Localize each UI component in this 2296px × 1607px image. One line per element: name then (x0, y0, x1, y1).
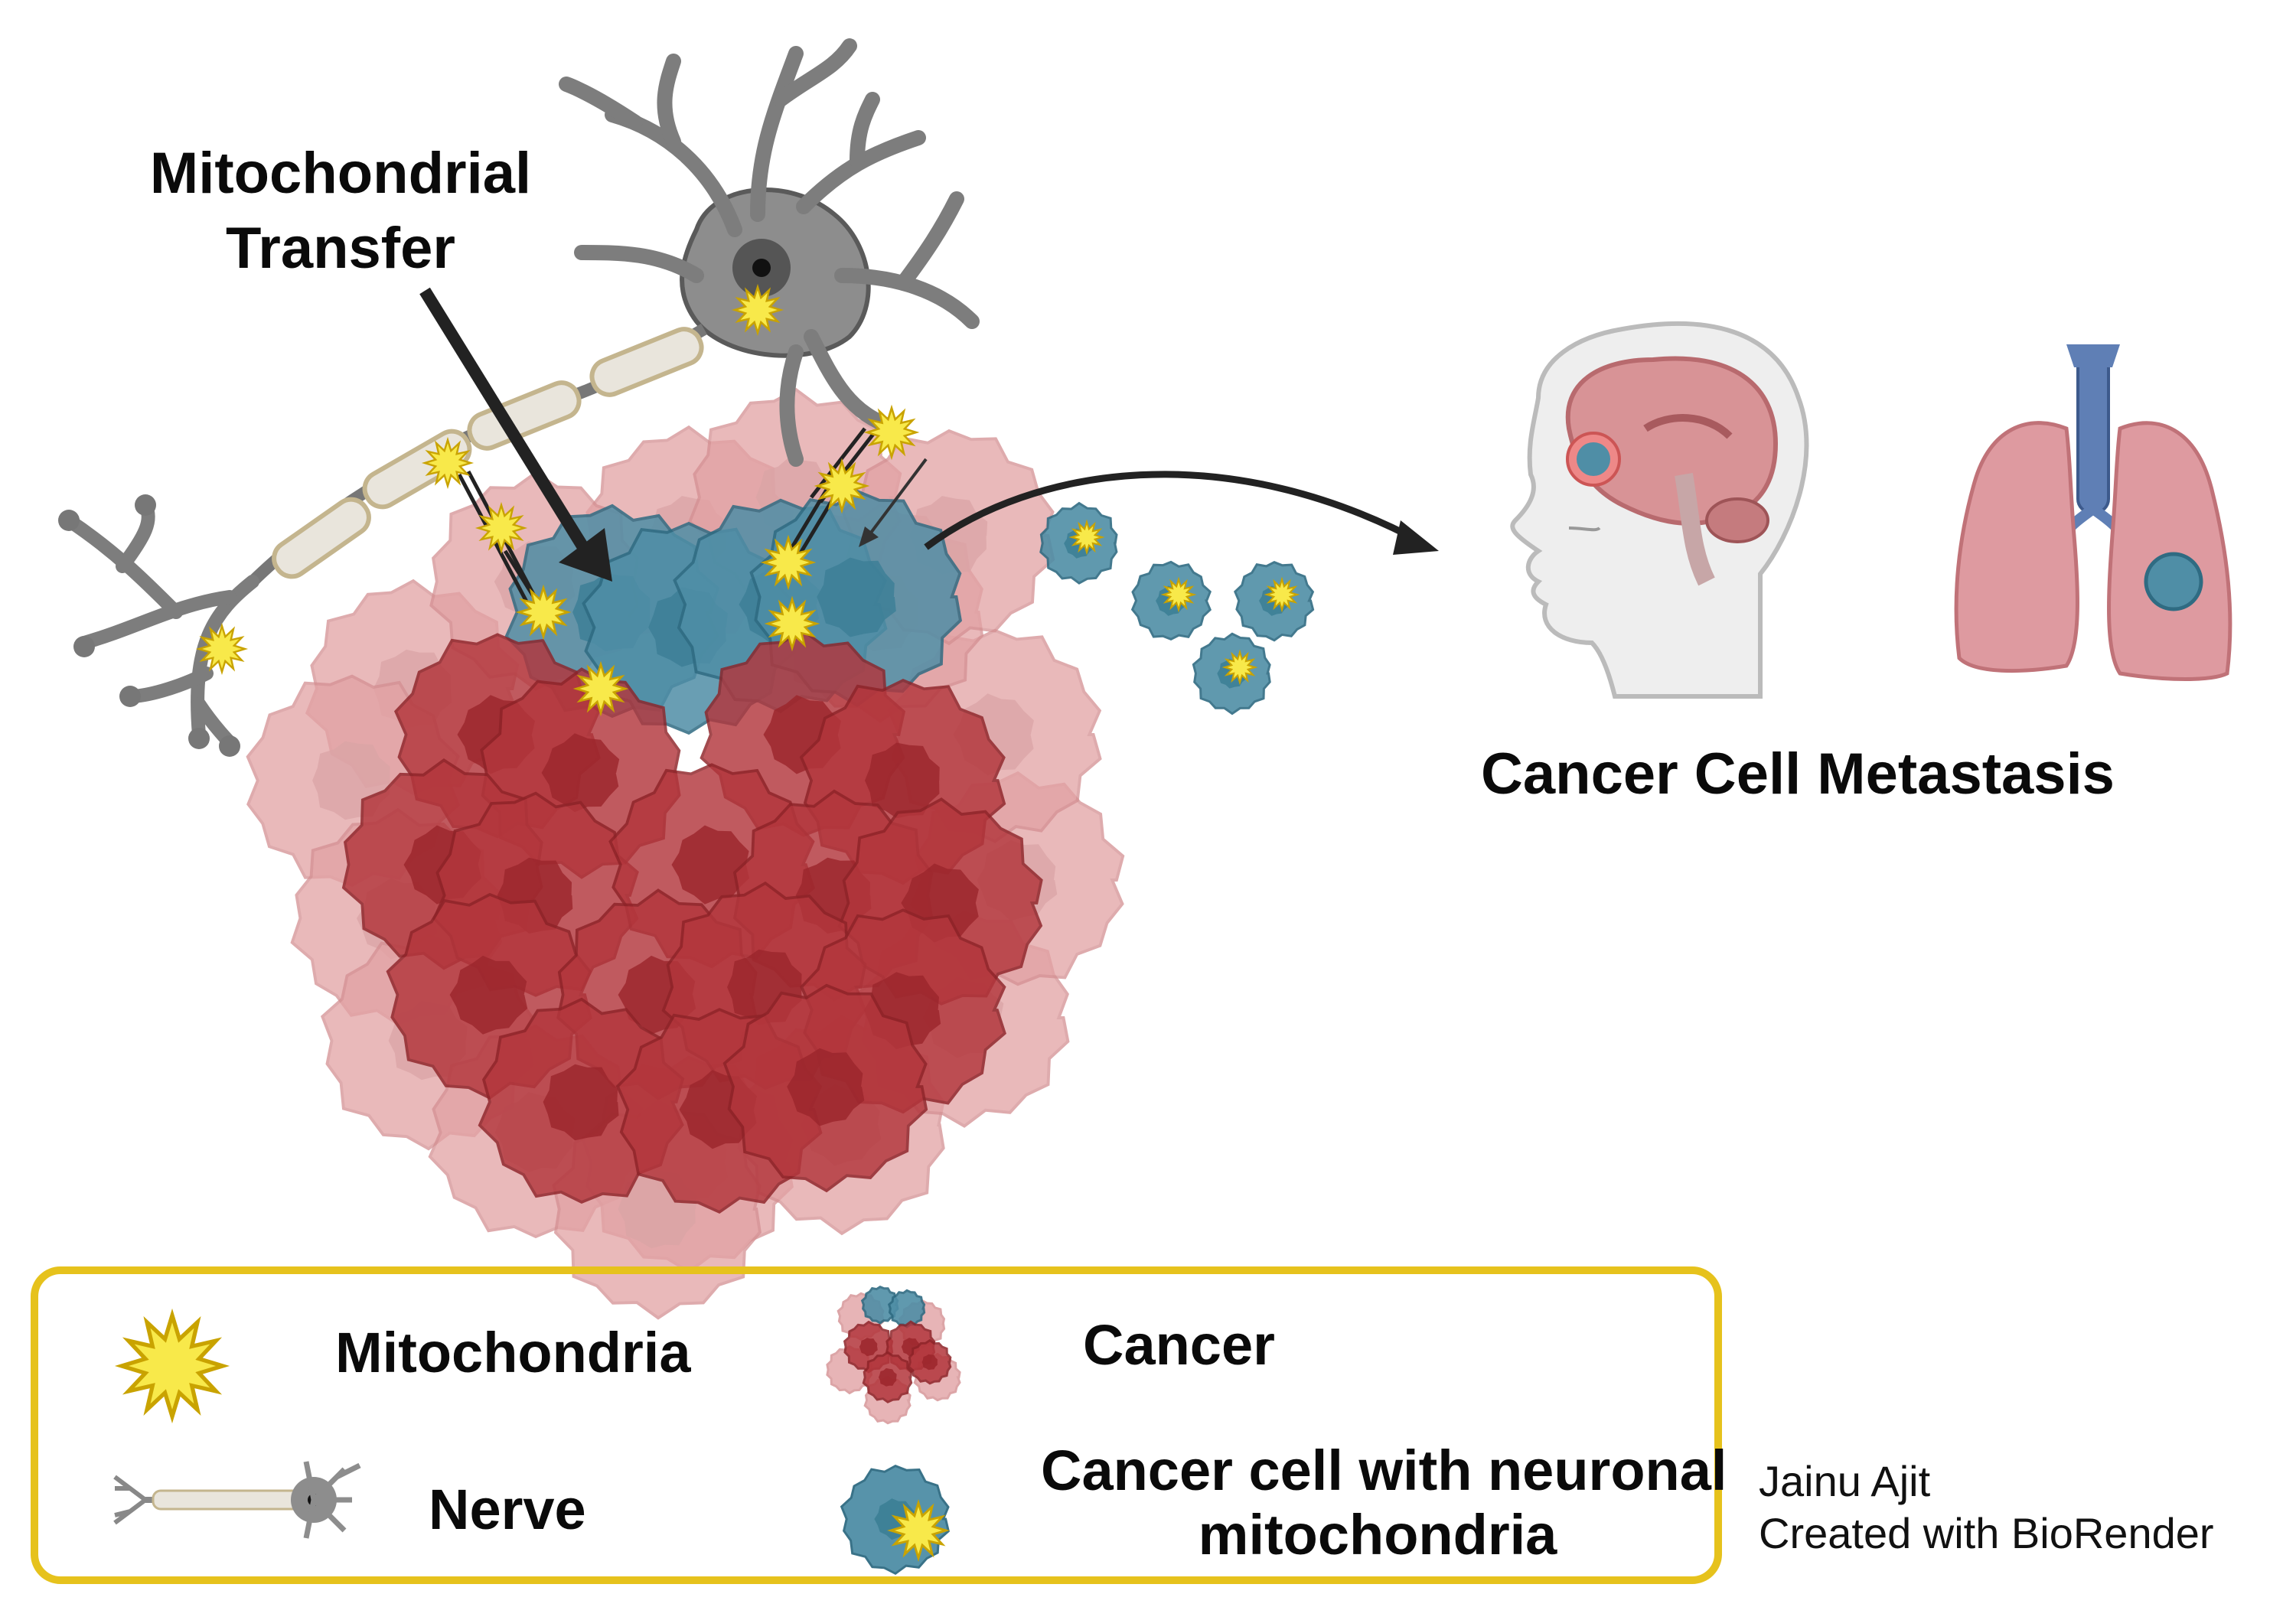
mitochondria-star (863, 404, 920, 461)
mitochondria-star (421, 436, 475, 490)
mitochondrial-transfer-heading: Mitochondrial Transfer (126, 136, 555, 286)
legend-cancer-cell (907, 1338, 952, 1385)
legend-neuronal-mitochondria-icon (887, 1499, 950, 1562)
transfer-arrow (419, 287, 591, 555)
mitochondria-star (515, 584, 572, 641)
mitochondria-star (572, 660, 629, 717)
credit-tool: Created with BioRender (1759, 1509, 2214, 1557)
mitochondria-star (475, 501, 528, 555)
small-arrow (867, 458, 928, 537)
head-brain-icon (1510, 321, 1809, 699)
legend-mitochondria-label: Mitochondria (335, 1321, 691, 1384)
cancer-cell-dark (722, 983, 928, 1193)
mitochondria-star (731, 283, 784, 337)
cancer-cell-dark (478, 997, 685, 1204)
metastasis-label: Cancer Cell Metastasis (1481, 742, 2115, 807)
legend-cancer-cell (860, 1286, 899, 1325)
migrating-cancer-cells (1039, 501, 1315, 715)
small-arrowhead (859, 526, 879, 547)
mitochondria-star (1160, 576, 1197, 613)
legend-cancer-cell (862, 1351, 913, 1403)
legend-nerve-label: Nerve (429, 1478, 586, 1541)
mitochondria-star (760, 534, 817, 591)
mitochondria-star (195, 622, 249, 676)
metastasis-arrowhead (1393, 520, 1439, 555)
legend-mitochondria-icon (114, 1308, 230, 1424)
legend-cancer-label: Cancer (1083, 1313, 1275, 1377)
mitochondria-star (1264, 576, 1300, 613)
legend-cancer-cell-line-1: Cancer cell with neuronal (1041, 1439, 1727, 1502)
tumor-cluster (246, 387, 1125, 1320)
credit-author: Jainu Ajit (1759, 1457, 1931, 1505)
mitochondria-star (1068, 519, 1105, 556)
mitochondria-star (764, 595, 820, 652)
heading-line-2: Transfer (226, 216, 455, 281)
legend-cancer-cell (887, 1289, 926, 1328)
heading-line-1: Mitochondrial (149, 141, 532, 206)
mitochondria-star (1221, 649, 1258, 686)
legend-box (31, 1266, 1722, 1584)
legend-icons (113, 1286, 961, 1576)
mitochondria-markers (195, 283, 920, 717)
legend-nerve-icon (113, 1461, 361, 1539)
transfer-arrowhead (559, 528, 612, 582)
legend-cancer-cell-label: Cancer cell with neuronal mitochondria (1041, 1439, 1727, 1567)
credit-block: Jainu Ajit Created with BioRender (1759, 1455, 2214, 1560)
nerve-illustration (58, 38, 980, 757)
lungs-icon (1954, 344, 2232, 681)
legend-cancer-icon (826, 1286, 961, 1425)
mitochondria-star (814, 458, 870, 514)
metastasis-arrow (924, 471, 1426, 550)
legend-cancer-cell-line-2: mitochondria (1198, 1503, 1557, 1566)
